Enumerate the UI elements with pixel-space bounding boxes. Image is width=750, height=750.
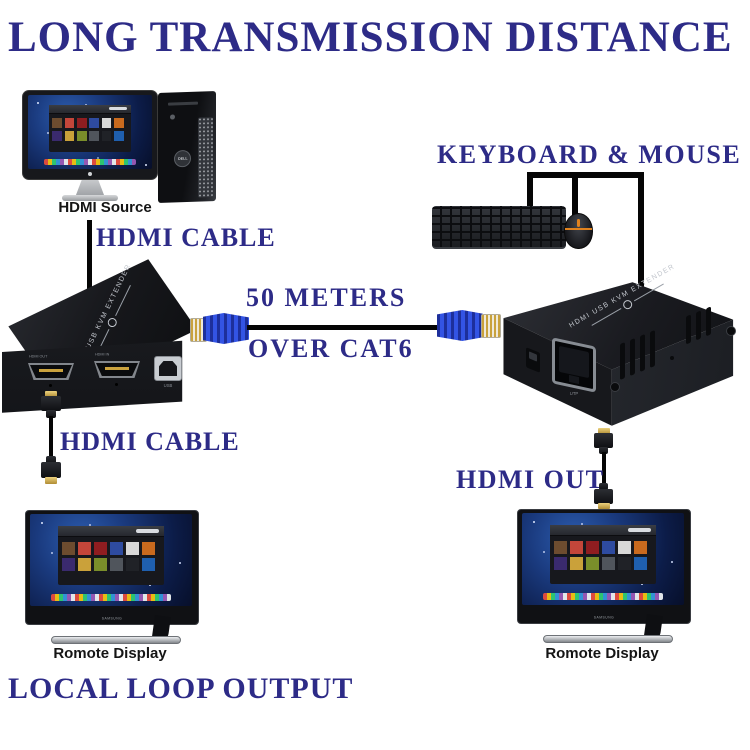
dock-bar — [543, 593, 663, 601]
media-grid — [49, 114, 131, 147]
dock-bar — [44, 159, 136, 166]
keyboard-mouse-label: KEYBOARD & MOUSE — [437, 140, 742, 169]
hdmi-cable-top-label: HDMI CABLE — [96, 223, 276, 252]
rj45-connector-left — [203, 313, 249, 344]
source-cable-line — [87, 220, 92, 294]
hdmi-plug-shaft — [46, 456, 56, 464]
apple-logo-icon — [88, 172, 92, 176]
mouse-accent-ring — [565, 227, 592, 230]
screw-hole — [726, 326, 736, 336]
hdmi-source-label: HDMI Source — [58, 199, 152, 216]
hdmi-plug-body — [41, 396, 61, 411]
monitor-screen — [522, 513, 684, 605]
monitor-screen — [30, 514, 192, 606]
hdmi-plug-shaft — [599, 483, 608, 490]
pc-dell-badge: DELL — [174, 149, 191, 168]
hdmi-plug-body — [41, 462, 61, 478]
mouse-scroll-wheel — [577, 219, 581, 228]
monitor-stand-neck — [75, 180, 105, 196]
transmitter-front-face — [2, 340, 183, 413]
remote-display-left-label: Romote Display — [53, 645, 167, 662]
hdmi-source-monitor — [22, 90, 162, 202]
hdmi-plug-body — [594, 433, 613, 448]
kvm-line-drop — [638, 172, 644, 292]
rj45-connector-right — [437, 310, 483, 341]
hdmi-cable-bottom-label: HDMI CABLE — [60, 427, 240, 456]
distance-label-top: 50 METERS — [246, 283, 407, 312]
hdmi-out-label: HDMI OUT — [456, 465, 605, 494]
hdmi-plug-shaft — [599, 447, 608, 454]
pc-power-button — [170, 114, 175, 120]
rj45-port-tag: UTP — [569, 392, 579, 397]
usb-port — [154, 356, 182, 381]
media-grid — [58, 537, 165, 578]
receiver-box: HDMI USB KVM EXTENDER UTP — [488, 263, 746, 432]
monitor-brand-text: SAMSUNG — [593, 616, 615, 620]
kvm-line-mouse — [572, 172, 578, 219]
screw-dot — [115, 383, 118, 386]
hdmi-plug-tip — [598, 428, 610, 434]
pc-tower: DELL — [158, 90, 216, 204]
hdmi-plug-tip — [45, 391, 57, 397]
hdmi-plug-tip — [598, 503, 610, 509]
screw-hole — [610, 382, 620, 392]
screw-dot — [49, 384, 52, 387]
monitor-screen — [28, 95, 152, 169]
screw-hole — [670, 356, 674, 360]
monitor-brand-text: SAMSUNG — [101, 617, 123, 621]
port-hdmi1-tag: HDMI OUT — [29, 355, 48, 359]
stars-decoration — [41, 522, 44, 525]
pc-grille — [198, 117, 213, 198]
monitor-stand-base — [62, 195, 118, 201]
transmitter-box: HDMI USB KVM EXTENDER HDMI OUT HDMI IN U… — [2, 256, 214, 416]
page-title: LONG TRANSMISSION DISTANCE — [8, 14, 733, 61]
pc-badge-text: DELL — [177, 156, 188, 161]
kvm-line-keyboard — [527, 172, 533, 208]
dock-bar — [51, 594, 171, 602]
hdmi-loop-cable — [49, 416, 53, 458]
port-hdmi2-tag: HDMI IN — [95, 353, 110, 357]
keyboard-image — [432, 206, 566, 249]
pc-drive-slot — [168, 101, 198, 106]
media-window — [549, 524, 657, 584]
rj45-port — [552, 337, 596, 393]
cat6-cable — [247, 325, 439, 330]
monitor-stand-base — [51, 636, 181, 644]
remote-display-left-monitor: SAMSUNG — [25, 510, 201, 645]
hdmi-plug-shaft — [46, 410, 56, 418]
rj45-crystal-right — [481, 314, 501, 338]
local-loop-output-label: LOCAL LOOP OUTPUT — [8, 672, 354, 705]
stars-decoration — [533, 521, 536, 524]
media-window-header — [57, 525, 165, 537]
stars-decoration — [36, 101, 39, 104]
hdmi-plug-body — [594, 489, 613, 504]
mouse-image — [564, 213, 593, 249]
hdmi-in-port — [94, 361, 140, 378]
media-window — [57, 525, 165, 585]
media-window-header — [549, 524, 657, 536]
kvm-line-horizontal — [527, 172, 644, 178]
monitor-stand-base — [543, 635, 673, 643]
distance-label-bottom: OVER CAT6 — [248, 334, 414, 363]
hdmi-plug-tip — [45, 477, 57, 484]
media-grid — [550, 536, 657, 577]
remote-display-right-label: Romote Display — [545, 645, 659, 662]
media-window — [49, 104, 131, 152]
hdmi-out-port — [28, 363, 74, 380]
hdmi-out-cable — [602, 452, 606, 486]
media-window-header — [49, 104, 131, 114]
usb-port-tag: USB — [163, 384, 173, 389]
remote-display-right-monitor: SAMSUNG — [517, 509, 693, 644]
